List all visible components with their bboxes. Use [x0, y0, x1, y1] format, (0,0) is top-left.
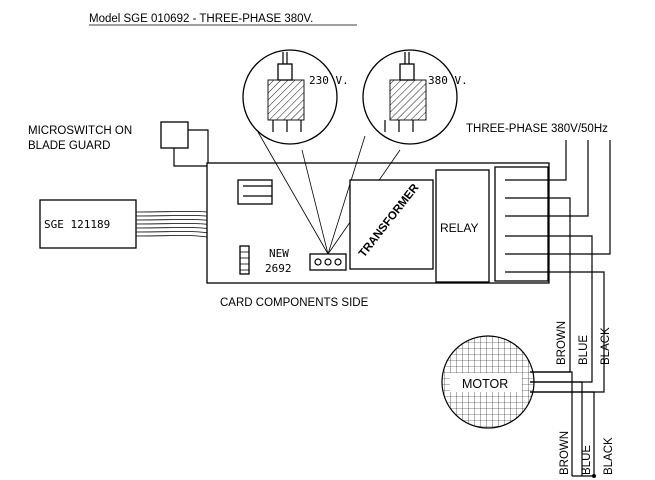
plug-230-label: 230 V. — [309, 74, 349, 87]
motor-lower-wires — [530, 371, 596, 478]
voltage-selector — [309, 253, 347, 271]
terminal-block — [494, 166, 549, 282]
plug-detail-380 — [362, 49, 458, 145]
microswitch — [160, 121, 189, 149]
new-label: NEW — [269, 247, 289, 260]
card-side-label: CARD COMPONENTS SIDE — [220, 297, 369, 309]
wire-lower-blue: BLUE — [581, 445, 593, 475]
left-board — [39, 199, 137, 249]
plug-380-label: 380 V. — [428, 74, 468, 87]
microswitch-label-line1: MICROSWITCH ON — [28, 125, 132, 137]
left-board-label: SGE 121189 — [44, 218, 110, 231]
relay — [435, 169, 490, 283]
diagram-title: Model SGE 010692 - THREE-PHASE 380V. — [89, 13, 313, 25]
motor-label-bg — [450, 373, 522, 392]
ribbon-connector — [239, 245, 250, 275]
wire-upper-brown: BROWN — [556, 321, 568, 365]
wire-lower-black: BLACK — [603, 437, 615, 475]
wire-upper-blue: BLUE — [578, 335, 590, 365]
transformer — [349, 179, 434, 270]
wire-upper-black: BLACK — [600, 327, 612, 365]
microswitch-connector — [237, 179, 273, 205]
relay-label: RELAY — [440, 221, 478, 235]
wire-lower-brown: BROWN — [559, 431, 571, 475]
code-label: 2692 — [265, 262, 292, 275]
plug-detail-230 — [242, 49, 338, 145]
supply-wires — [548, 140, 611, 255]
supply-label: THREE-PHASE 380V/50Hz — [466, 123, 608, 135]
motor-label: MOTOR — [462, 377, 508, 391]
microswitch-label-line2: BLADE GUARD — [28, 140, 110, 152]
